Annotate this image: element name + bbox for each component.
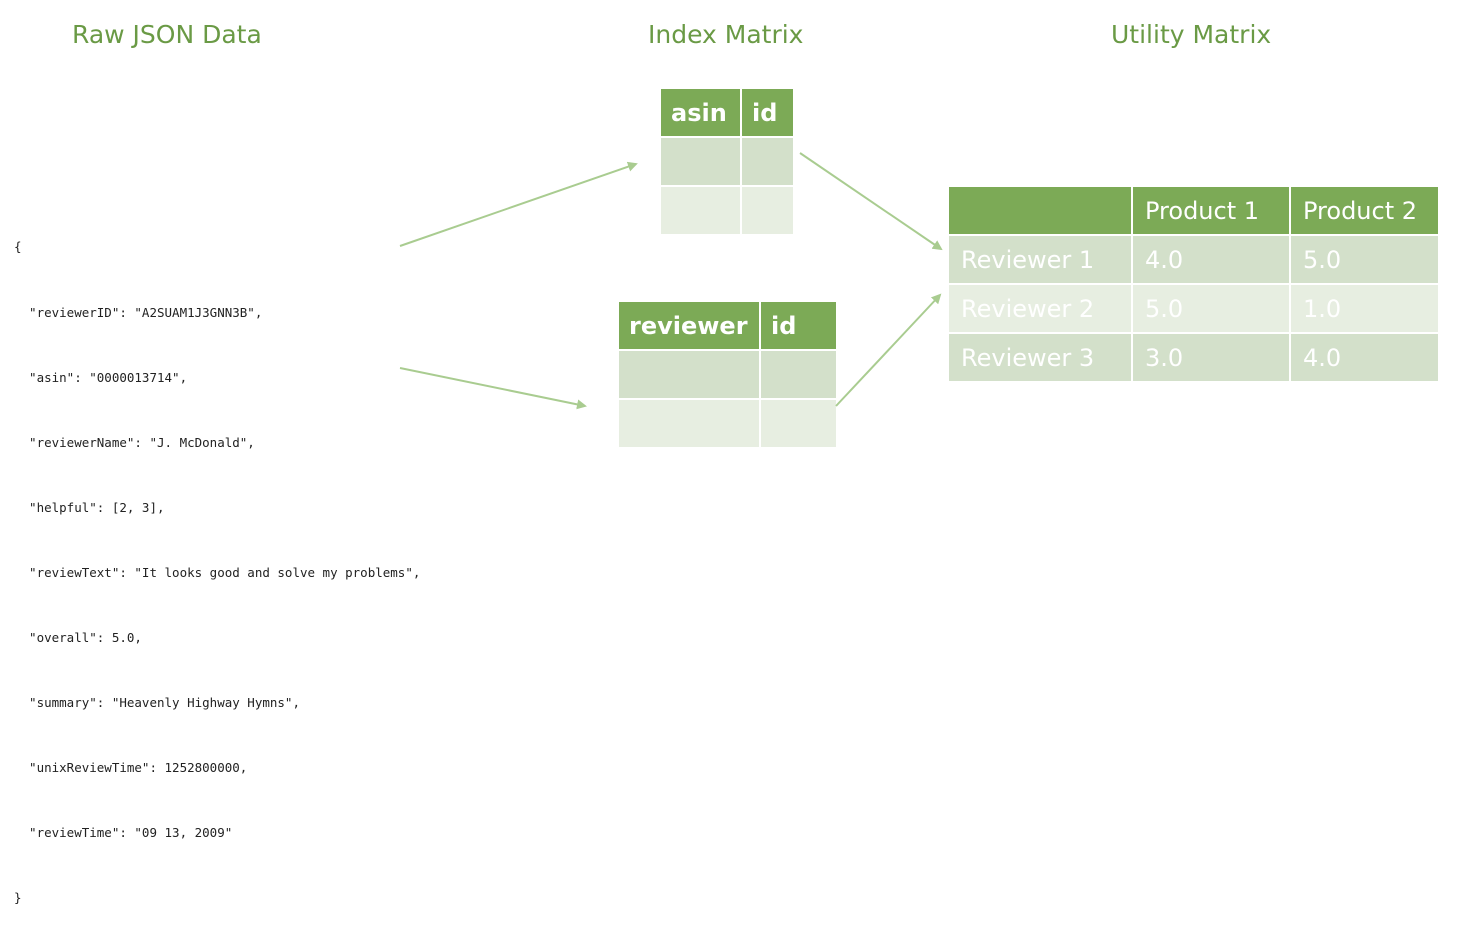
table-cell [659,185,742,236]
corner-header-cell [947,185,1133,236]
table-cell: 4.0 [1131,234,1291,285]
raw-json-heading: Raw JSON Data [72,20,262,49]
table-cell: 4.0 [1289,332,1440,383]
table-cell [740,136,795,187]
arrow-json-to-asin [399,161,638,247]
json-line: "summary": "Heavenly Highway Hymns", [14,695,300,711]
connector-arrows [399,152,943,410]
arrow-json-to-reviewer [399,367,587,410]
reviewer-index-table: reviewer id [617,300,838,449]
table-header-row: Product 1 Product 2 [947,185,1440,236]
table-header-row: reviewer id [617,300,838,351]
table-row [617,398,838,449]
json-line: "overall": 5.0, [14,629,142,645]
table-cell: 1.0 [1289,283,1440,334]
id-column-header: id [759,300,838,351]
row-label: Reviewer 2 [947,283,1133,334]
product-1-header: Product 1 [1131,185,1291,236]
json-line: } [14,890,22,906]
table-cell: 5.0 [1131,283,1291,334]
table-cell [659,136,742,187]
table-row: Reviewer 1 4.0 5.0 [947,234,1440,285]
json-line: "reviewerName": "J. McDonald", [14,434,255,450]
table-cell: 3.0 [1131,332,1291,383]
arrow-reviewer-to-utility [835,293,942,407]
table-header-row: asin id [659,87,795,138]
table-row [659,136,795,187]
json-line: "reviewText": "It looks good and solve m… [14,564,421,580]
table-row [659,185,795,236]
table-cell [740,185,795,236]
json-line: "unixReviewTime": 1252800000, [14,760,248,776]
json-line: "reviewerID": "A2SUAM1J3GNN3B", [14,304,263,320]
table-cell [617,349,761,400]
utility-matrix-heading: Utility Matrix [1111,20,1272,49]
table-row: Reviewer 2 5.0 1.0 [947,283,1440,334]
product-2-header: Product 2 [1289,185,1440,236]
table-cell [759,398,838,449]
table-cell [617,398,761,449]
asin-column-header: asin [659,87,742,138]
arrow-asin-to-utility [799,152,943,251]
row-label: Reviewer 1 [947,234,1133,285]
reviewer-column-header: reviewer [617,300,761,351]
id-column-header: id [740,87,795,138]
table-row: Reviewer 3 3.0 4.0 [947,332,1440,383]
asin-index-table: asin id [659,87,795,236]
table-row [617,349,838,400]
table-cell [759,349,838,400]
json-line: "helpful": [2, 3], [14,499,165,515]
json-line: "reviewTime": "09 13, 2009" [14,825,233,841]
json-line: "asin": "0000013714", [14,369,188,385]
index-matrix-heading: Index Matrix [648,20,804,49]
json-line: { [14,239,22,255]
utility-matrix-table: Product 1 Product 2 Reviewer 1 4.0 5.0 R… [947,185,1440,383]
table-cell: 5.0 [1289,234,1440,285]
row-label: Reviewer 3 [947,332,1133,383]
